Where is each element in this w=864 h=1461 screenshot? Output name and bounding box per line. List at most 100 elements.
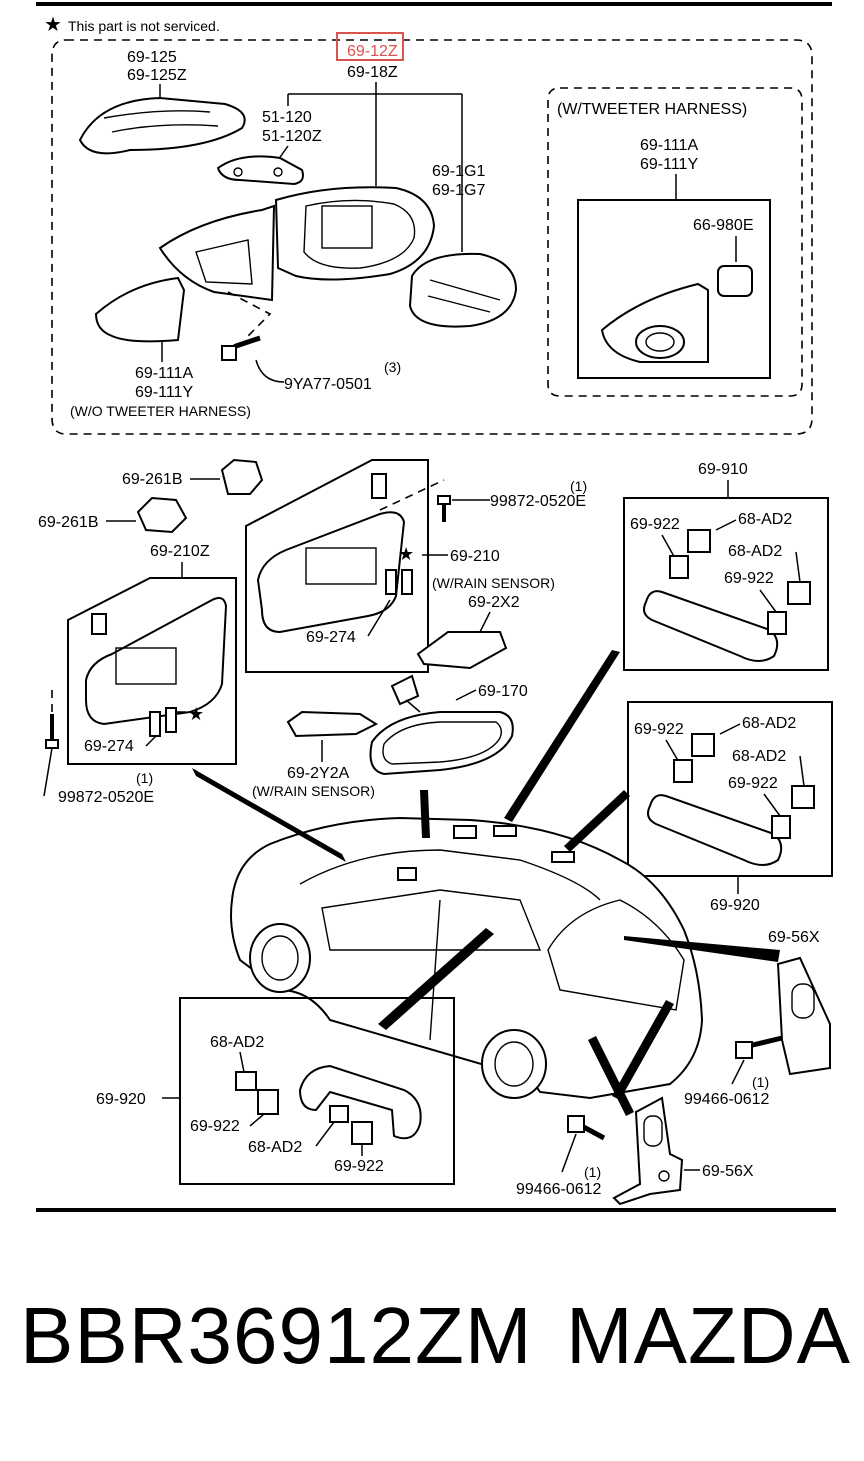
part-detail xyxy=(427,279,501,313)
glass-label-2: 69-1G7 xyxy=(432,182,485,199)
tweeter-group-outline xyxy=(547,87,803,397)
part-detail xyxy=(273,167,283,177)
grip-front-cap1-part xyxy=(687,529,711,553)
grip-front-cap2-label: 68-AD2 xyxy=(728,543,782,560)
grip-front-cap1-label: 68-AD2 xyxy=(738,511,792,528)
grip-front-part xyxy=(643,590,779,662)
leader-line xyxy=(763,793,781,817)
footer-brand: MAZDA xyxy=(566,1291,851,1380)
garnish-label-1: 69-111A xyxy=(135,365,193,382)
grip-lower-cap1-part xyxy=(235,1071,257,1091)
motor-label-2: 51-120Z xyxy=(262,128,322,145)
rain-bracket-title: (W/RAIN SENSOR) xyxy=(252,783,375,799)
callout-pointer xyxy=(378,928,494,1030)
part-detail xyxy=(303,199,416,269)
grip-front-label: 69-910 xyxy=(698,461,748,478)
footer-part-number: BBR36912ZM xyxy=(20,1291,533,1380)
note-text: This part is not serviced. xyxy=(68,18,220,34)
grip-lower-label: 69-920 xyxy=(96,1091,146,1108)
part-detail xyxy=(645,332,675,352)
hook-b-label: 69-56X xyxy=(702,1163,754,1180)
grip-lower-cap2-part xyxy=(329,1105,349,1123)
leader-line xyxy=(731,1059,745,1085)
leader-line xyxy=(799,755,805,787)
hook-b-bolt-label: 99466-0612 xyxy=(516,1181,602,1198)
part-detail xyxy=(261,935,299,981)
leader-line xyxy=(239,1051,245,1073)
mirror-garnish-part xyxy=(94,276,186,343)
vehicle-detail xyxy=(551,851,575,863)
tweeter-detail-box xyxy=(577,199,771,379)
grip-rear-clip2-label: 69-922 xyxy=(728,775,778,792)
hook-a-bolt-head xyxy=(735,1041,753,1059)
part-detail xyxy=(195,239,253,285)
visor-cover-right-part-b xyxy=(401,569,413,595)
rain-cover-label: 69-2X2 xyxy=(468,594,520,611)
grip-rear-cap2-part xyxy=(791,785,815,809)
inner-mirror-part xyxy=(369,711,514,776)
part-detail xyxy=(643,1115,663,1147)
part-detail xyxy=(103,110,219,133)
vehicle-rear-window xyxy=(547,899,685,1011)
callout-pointer xyxy=(504,650,620,822)
rain-bracket-label: 69-2Y2A xyxy=(287,765,350,782)
visor-screw-top-label: 99872-0520E xyxy=(490,493,586,510)
vehicle-detail xyxy=(493,825,517,837)
grip-front-clip1-part xyxy=(669,555,689,579)
leader-line xyxy=(561,1133,577,1173)
visor-left-label: 69-210Z xyxy=(150,543,210,560)
garnish-label-2: 69-111Y xyxy=(135,384,193,401)
star-icon: ★ xyxy=(398,544,414,564)
callout-pointer xyxy=(192,768,346,862)
part-detail xyxy=(233,167,243,177)
part-detail xyxy=(791,983,815,1019)
grip-lower-clip1-part xyxy=(257,1089,279,1115)
leader-line xyxy=(249,1113,265,1127)
visor-right-hinge xyxy=(371,473,387,499)
hook-b-bolt-head xyxy=(567,1115,585,1133)
visor-screw-top-qty: (1) xyxy=(570,478,587,494)
visor-clip-b-label: 69-261B xyxy=(38,514,99,531)
part-detail xyxy=(658,1170,670,1182)
bolt-label: 9YA77-0501 xyxy=(284,376,372,393)
grip-lower-cap1-label: 68-AD2 xyxy=(210,1034,264,1051)
visor-screw-top-head xyxy=(437,495,451,505)
visor-right-part xyxy=(256,511,406,634)
star-icon: ★ xyxy=(44,14,62,36)
tweeter-title: (W/TWEETER HARNESS) xyxy=(557,101,747,118)
leader-line xyxy=(759,589,777,613)
grip-lower-clip1-label: 69-922 xyxy=(190,1118,240,1135)
grip-lower-box xyxy=(179,997,455,1185)
visor-screw-bottom-qty: (1) xyxy=(136,770,153,786)
leader-line xyxy=(227,291,272,341)
leader-line xyxy=(255,359,285,383)
wo-harness-label: (W/O TWEETER HARNESS) xyxy=(70,403,251,419)
leader-line xyxy=(379,479,445,511)
callout-pointer xyxy=(612,1000,674,1100)
mirror-base-part xyxy=(158,204,276,302)
leader-line xyxy=(719,723,741,735)
part-detail xyxy=(494,1041,534,1087)
grip-rear-part xyxy=(647,794,783,866)
leader-line xyxy=(795,551,801,583)
visor-right-box xyxy=(245,459,429,673)
visor-screw-left-head xyxy=(45,739,59,749)
grip-rear-cap1-label: 68-AD2 xyxy=(742,715,796,732)
tweeter-speaker-part xyxy=(717,265,753,297)
hook-a-bolt-qty: (1) xyxy=(752,1074,769,1090)
grip-rear-clip2-part xyxy=(771,815,791,839)
tweeter-speaker-label: 66-980E xyxy=(693,217,754,234)
hook-b-bolt-qty: (1) xyxy=(584,1164,601,1180)
grip-front-cap2-part xyxy=(787,581,811,605)
visor-clip-a-label: 69-261B xyxy=(122,471,183,488)
callout-pointer xyxy=(564,790,630,852)
leader-line xyxy=(315,1121,335,1147)
highlighted-part-label: 69-12Z xyxy=(347,43,398,60)
bolt-qty-label: (3) xyxy=(384,359,401,375)
cover-label-2: 69-125Z xyxy=(127,67,187,84)
rain-title: (W/RAIN SENSOR) xyxy=(432,575,555,591)
visor-left-box xyxy=(67,577,237,765)
hook-a-part xyxy=(776,956,831,1076)
leader-line xyxy=(43,747,53,797)
callout-pointer xyxy=(420,790,430,838)
